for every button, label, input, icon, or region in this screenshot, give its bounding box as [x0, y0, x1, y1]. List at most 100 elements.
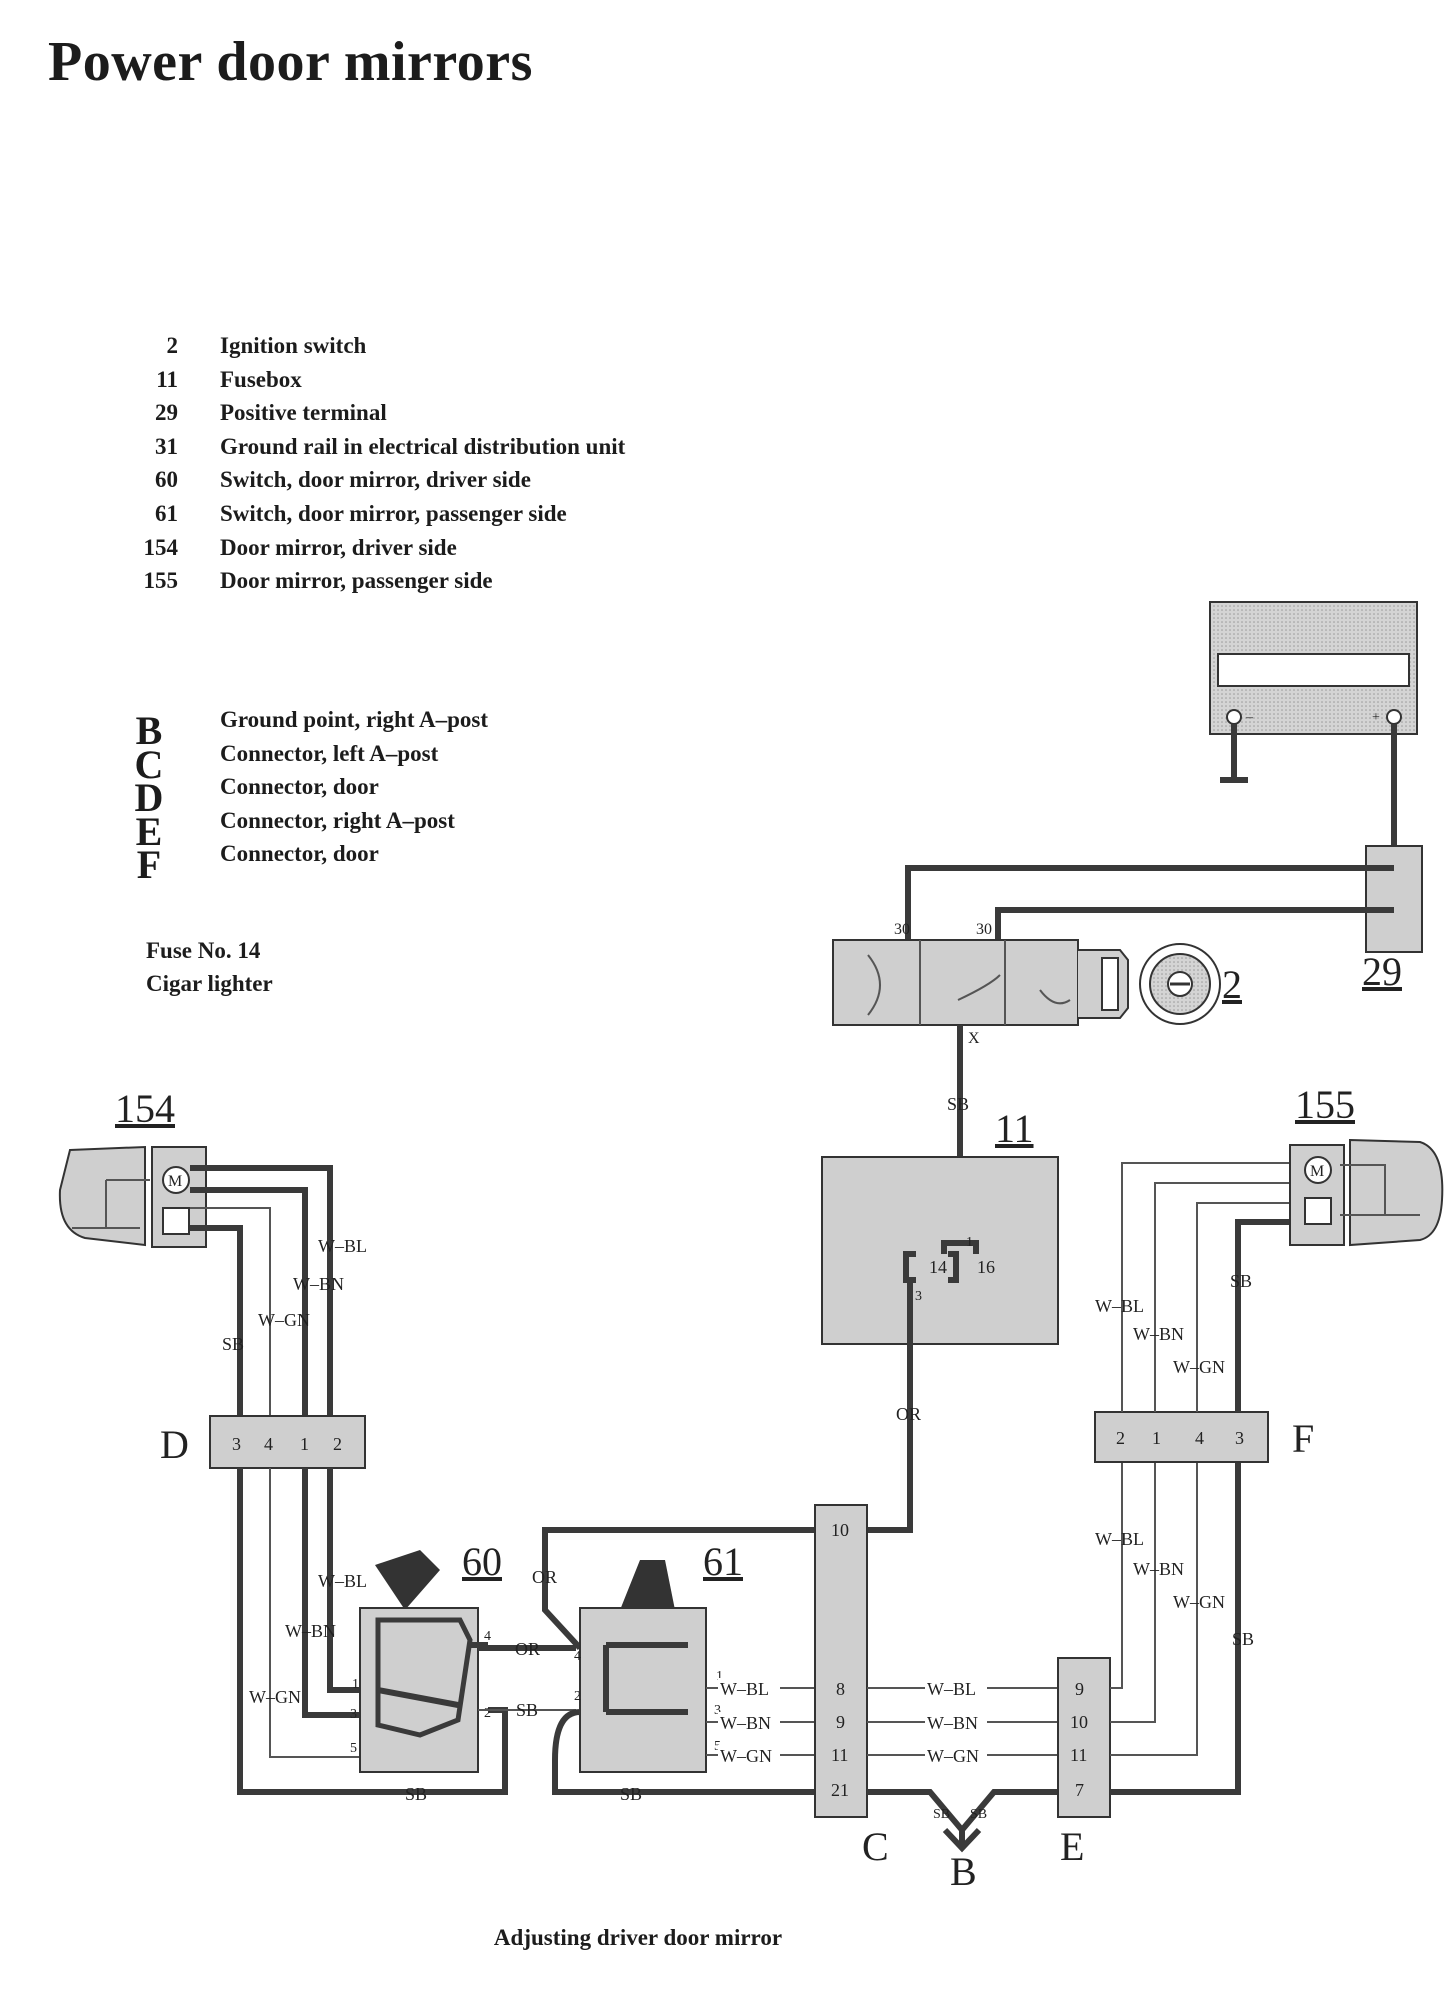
connector-f [1094, 1411, 1269, 1463]
label-sb-b2: SB [970, 1807, 987, 1822]
sw60-pin-3: 3 [350, 1707, 357, 1722]
legend-code: 155 [143, 568, 179, 594]
connector-e [1057, 1657, 1111, 1818]
ground-symbol [942, 1827, 982, 1853]
fuse-feed [941, 1240, 979, 1254]
ignition-body [832, 939, 1079, 1026]
mirror-passenger-glass [1349, 1138, 1444, 1247]
label-or-61: OR [532, 1567, 557, 1587]
legend-code: E [135, 808, 163, 854]
positive-terminal [1386, 709, 1402, 725]
mirror-passenger-heater-icon [1304, 1197, 1332, 1225]
e-pin-7: 7 [1075, 1780, 1084, 1800]
d-pin-3: 3 [232, 1434, 241, 1454]
label-b: B [950, 1849, 977, 1894]
ground-lead [1220, 724, 1248, 783]
pin-30b: 30 [976, 921, 992, 938]
legend-code: D [134, 775, 164, 821]
label-sb-154: SB [222, 1334, 244, 1354]
wire-label-sb: SB [947, 1094, 969, 1114]
f-pin-4: 4 [1195, 1428, 1204, 1448]
label-wbn-61: W–BN [720, 1713, 771, 1733]
e-pin-9: 9 [1075, 1679, 1084, 1699]
legend-label: Connector, door [220, 774, 379, 800]
sw60-pin-2: 2 [484, 1706, 491, 1721]
label-sb-f: SB [1232, 1629, 1254, 1649]
wire-61-sb [552, 1709, 815, 1795]
legend-code: F [136, 842, 162, 888]
legend-label: Door mirror, passenger side [220, 568, 493, 594]
label-wbn-ce: W–BN [927, 1713, 978, 1733]
ignition-dividers [919, 940, 1006, 1025]
label-bg [925, 1745, 987, 1765]
d-pin-2: 2 [333, 1434, 342, 1454]
label-wbl-154: W–BL [318, 1236, 367, 1256]
sw60-pin-1: 1 [352, 1677, 359, 1692]
wire-d-wgn [269, 1468, 360, 1758]
positive-sign: + [1372, 710, 1380, 725]
label-wgn-154: W–GN [258, 1310, 310, 1330]
ignition-switch: 30 30 X [832, 921, 1221, 1047]
label-sb-mid: SB [516, 1700, 538, 1720]
label-wgn-f: W–GN [1173, 1592, 1225, 1612]
legend-label: Connector, right A–post [220, 807, 455, 833]
connector-c [814, 1504, 868, 1818]
page-title: Power door mirrors [48, 31, 533, 93]
legend-code: C [134, 741, 164, 787]
label-wbn-154: W–BN [293, 1274, 344, 1294]
label-wbn-155: W–BN [1133, 1324, 1184, 1344]
mirror-passenger-internal [1340, 1164, 1420, 1216]
mirror-internal [72, 1179, 150, 1229]
fuse-pin-1: 1 [966, 1235, 973, 1250]
mirror-glass [58, 1145, 146, 1247]
switch-driver [359, 1550, 488, 1773]
motor-label: M [168, 1173, 182, 1190]
legend-code: 60 [155, 467, 178, 493]
e-pin-10: 10 [1070, 1712, 1088, 1732]
sw60-pin-5: 5 [350, 1741, 357, 1756]
mirror-heater-icon [162, 1207, 190, 1235]
fuse-number: Fuse No. 14 [146, 938, 261, 963]
feed-wire-1 [905, 865, 1394, 940]
legend-label: Switch, door mirror, driver side [220, 467, 531, 493]
pin-30a: 30 [894, 921, 910, 938]
label-wbl-d: W–BL [318, 1571, 367, 1591]
fuse-pin-14: 14 [929, 1257, 947, 1277]
f-pin-3: 3 [1235, 1428, 1244, 1448]
ignition-plug-slot [1101, 957, 1119, 1011]
label-bg [718, 1678, 780, 1698]
label-wbn-d: W–BN [285, 1621, 336, 1641]
wire-f-155-wbl [1121, 1162, 1290, 1412]
switch-passenger-knob [620, 1560, 675, 1610]
wire-fuse-to-c [868, 1280, 913, 1533]
switch-driver-knob [375, 1550, 440, 1610]
label-bg [925, 1678, 987, 1698]
sw61-pin-4: 4 [574, 1649, 581, 1664]
d-pin-1: 1 [300, 1434, 309, 1454]
wire-label-or: OR [896, 1404, 921, 1424]
label-sb-60: SB [405, 1784, 427, 1804]
fuse-pin-16: 16 [977, 1257, 995, 1277]
c-pin-21: 21 [831, 1780, 849, 1800]
e-pin-11: 11 [1070, 1745, 1087, 1765]
wire-f-155-wgn [1196, 1202, 1290, 1412]
label-wbl-155: W–BL [1095, 1296, 1144, 1316]
legend-label: Ground rail in electrical distribution u… [220, 433, 626, 459]
label-d: D [160, 1422, 189, 1467]
battery: – + [1209, 601, 1418, 783]
sw61-pin-5: 5 [714, 1739, 721, 1754]
label-wgn-ce: W–GN [927, 1746, 979, 1766]
mirror-passenger-motor-icon [1304, 1156, 1332, 1184]
c-pin-8: 8 [836, 1679, 845, 1699]
label-or-60: OR [515, 1639, 540, 1659]
sw60-pin-4: 4 [484, 1629, 491, 1644]
d-pin-4: 4 [264, 1434, 273, 1454]
label-11: 11 [995, 1106, 1034, 1151]
mirror-passenger: M [1289, 1138, 1444, 1247]
mirror-motor-icon [162, 1166, 190, 1194]
motor-label-155: M [1310, 1163, 1324, 1180]
pin-x: X [968, 1030, 980, 1047]
negative-terminal [1226, 709, 1242, 725]
switch-passenger [552, 1560, 815, 1795]
legend-label: Ignition switch [220, 333, 367, 358]
